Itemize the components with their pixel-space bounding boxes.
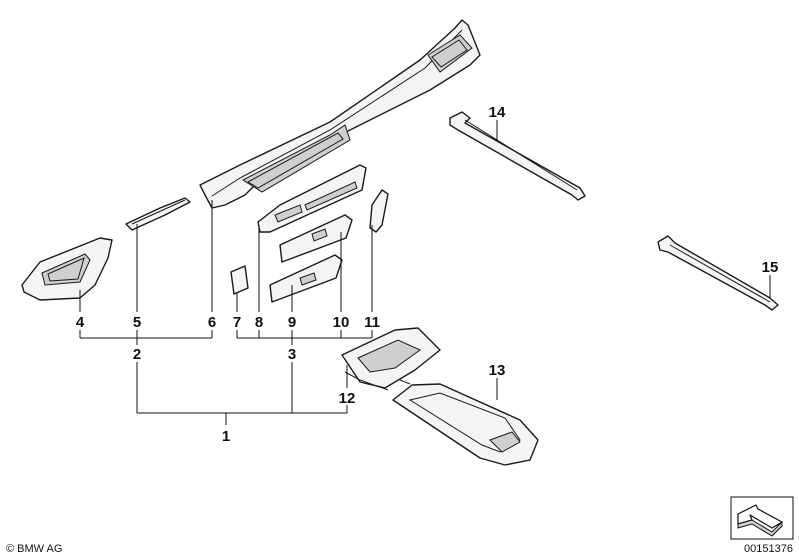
- label-8[interactable]: 8: [255, 314, 263, 331]
- part-7-cover[interactable]: [230, 265, 249, 295]
- part-15-trim-strip[interactable]: [657, 235, 779, 311]
- copyright-text: © BMW AG: [6, 543, 62, 555]
- label-10[interactable]: 10: [333, 314, 350, 331]
- label-14[interactable]: 14: [489, 104, 506, 121]
- label-9[interactable]: 9: [288, 314, 296, 331]
- label-12[interactable]: 12: [339, 390, 356, 407]
- label-4[interactable]: 4: [76, 314, 85, 331]
- part-14-trim-strip[interactable]: [449, 111, 586, 201]
- part-labels: 1 2 3 4 5 6 7 8 9 10 11 12 13 14 15: [76, 104, 779, 445]
- leader-lines: [79, 120, 771, 425]
- label-13[interactable]: 13: [489, 362, 506, 379]
- label-15[interactable]: 15: [762, 259, 779, 276]
- label-5[interactable]: 5: [133, 314, 141, 331]
- part-5-trim-strip[interactable]: [125, 197, 191, 231]
- label-3[interactable]: 3: [288, 346, 296, 363]
- part-8-center-bezel[interactable]: [257, 164, 367, 233]
- part-11-side-trim[interactable]: [369, 189, 389, 233]
- part-13-console-cover[interactable]: [392, 383, 539, 466]
- part-6-dashboard-trim[interactable]: [199, 19, 481, 209]
- label-11[interactable]: 11: [364, 314, 380, 331]
- label-2[interactable]: 2: [133, 346, 141, 363]
- direction-arrow-icon: [730, 496, 794, 540]
- part-4-left-vent-trim[interactable]: [21, 237, 113, 301]
- label-7[interactable]: 7: [233, 314, 241, 331]
- part-12-console-tray[interactable]: [341, 327, 441, 391]
- label-1[interactable]: 1: [222, 428, 230, 445]
- diagram-number: 00151376: [744, 543, 793, 555]
- label-6[interactable]: 6: [208, 314, 216, 331]
- part-9-center-panel[interactable]: [269, 214, 353, 303]
